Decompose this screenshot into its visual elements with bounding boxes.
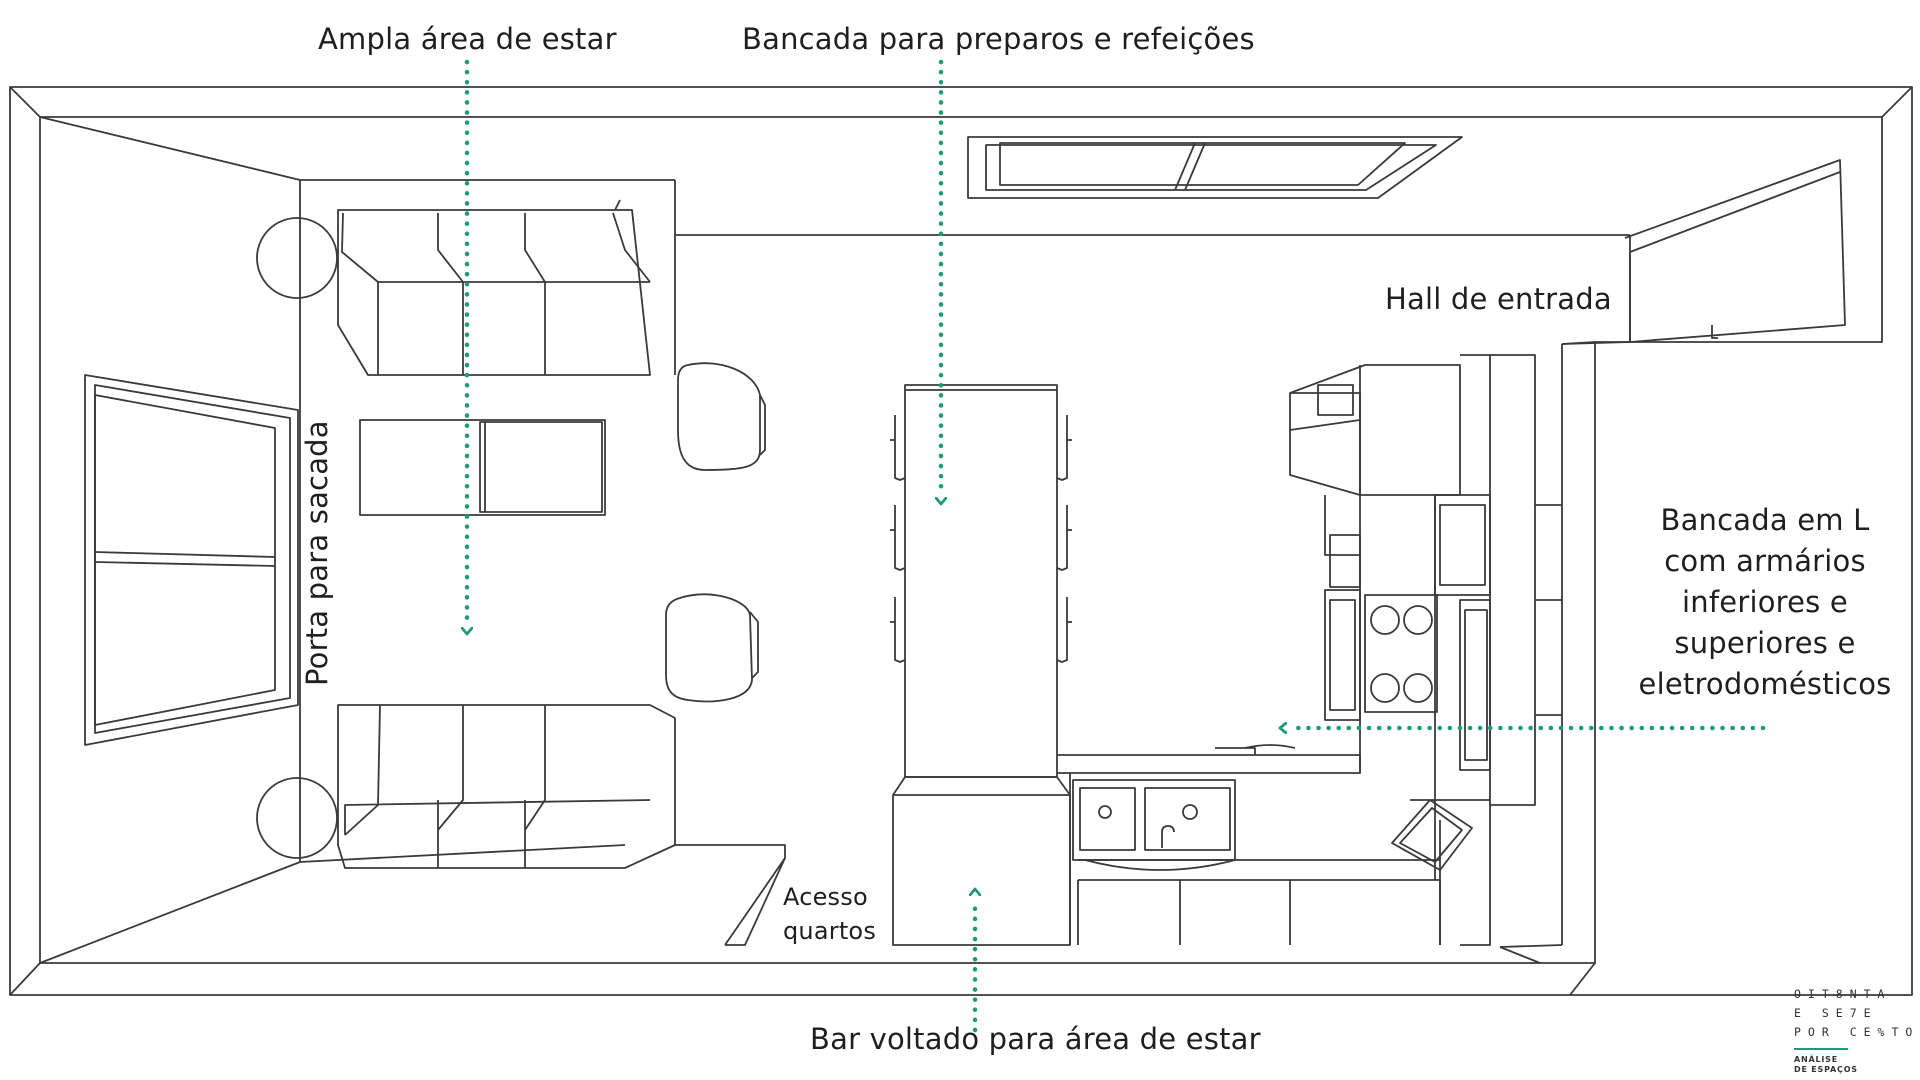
stools-right xyxy=(1056,415,1072,663)
dining-counter xyxy=(904,384,1058,778)
balcony-window xyxy=(84,374,299,746)
logo-line2: E SE7E xyxy=(1794,1006,1878,1020)
floor-perimeter xyxy=(39,116,1631,964)
logo-sub2: DE ESPAÇOS xyxy=(1794,1065,1858,1074)
logo-accent-bar xyxy=(1794,1048,1848,1050)
label-access-line1: Acesso xyxy=(783,883,868,911)
side-table-bottom xyxy=(256,777,338,859)
label-bar: Bar voltado para área de estar xyxy=(810,1022,1261,1056)
sofa-bottom xyxy=(337,704,676,869)
sofa-top xyxy=(337,199,651,376)
label-entry-hall: Hall de entrada xyxy=(1385,282,1612,316)
stools-left xyxy=(890,415,906,663)
label-access-line2: quartos xyxy=(783,917,877,945)
label-l-counter: Bancada em L com armários inferiores e s… xyxy=(1638,503,1892,701)
kitchen-counter xyxy=(1057,354,1562,946)
bar-unit xyxy=(892,776,1071,946)
armchair-bottom xyxy=(665,593,759,703)
brand-logo: OIT8NTA E SE7E POR CE%TO ANÁLISE DE ESPA… xyxy=(1794,985,1918,1075)
armchair-top xyxy=(677,362,766,471)
logo-line1: OIT8NTA xyxy=(1794,987,1892,1001)
side-table-top xyxy=(256,217,338,299)
logo-line3: POR CE%TO xyxy=(1794,1025,1920,1039)
coffee-table xyxy=(359,419,606,516)
entry-door xyxy=(1624,159,1846,343)
logo-sub1: ANÁLISE xyxy=(1794,1055,1838,1064)
label-balcony-door: Porta para sacada xyxy=(300,420,334,686)
skylight-window xyxy=(967,136,1463,199)
label-prep-meals-counter: Bancada para preparos e refeições xyxy=(742,22,1255,56)
label-living-area: Ampla área de estar xyxy=(318,22,617,56)
